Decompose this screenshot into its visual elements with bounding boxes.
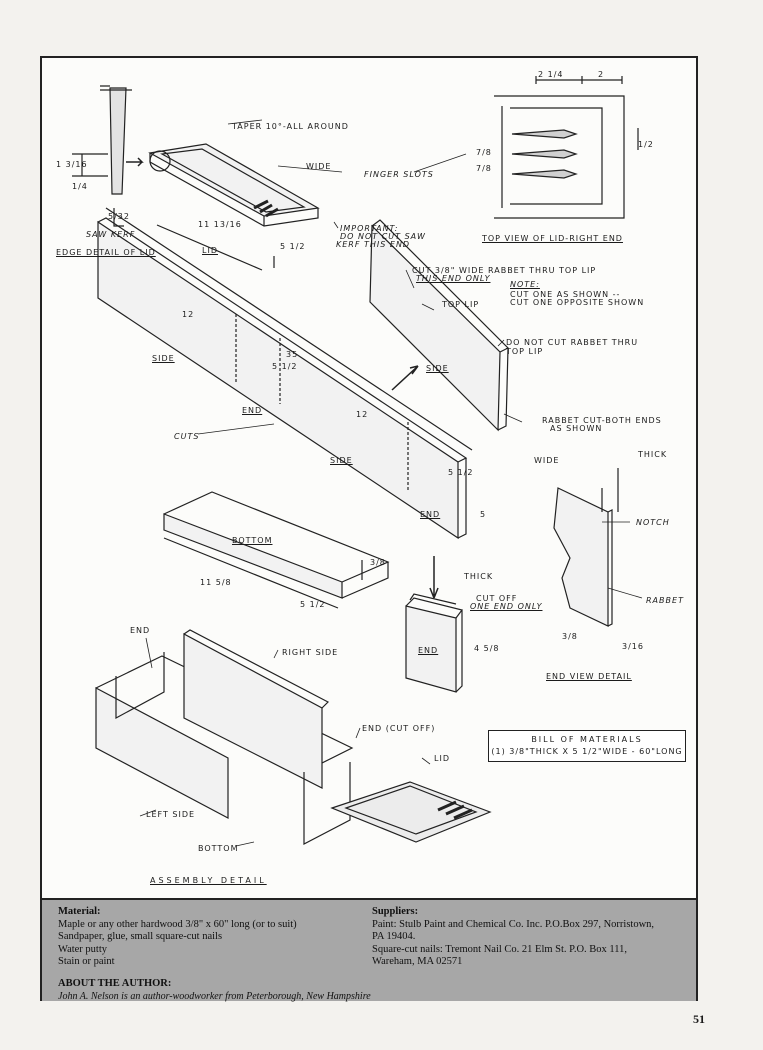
lid2-label: LID: [434, 754, 450, 763]
right-side-label: RIGHT SIDE: [282, 648, 339, 657]
bom-title: BILL OF MATERIALS: [531, 735, 643, 744]
dim-3-8b: 3/8: [562, 632, 578, 641]
end-view-drawing: [553, 468, 619, 627]
supplier-line: Paint: Stulb Paint and Chemical Co. Inc.…: [372, 918, 655, 930]
one-end-only-label: ONE END ONLY: [470, 602, 543, 611]
side-label-long2: SIDE: [330, 456, 353, 465]
material-line: Maple or any other hardwood 3/8" x 60" l…: [58, 918, 297, 930]
end-piece-drawing: [405, 556, 464, 693]
left-side-label: LEFT SIDE: [146, 810, 196, 819]
material-heading: Material:: [58, 906, 101, 917]
dim-5: 5: [480, 510, 487, 519]
dim-1-2: 1/2: [638, 140, 654, 149]
taper-label: TAPER 10°-ALL AROUND: [232, 122, 349, 131]
end-label-piece: END: [418, 646, 439, 655]
bottom-drawing: [163, 491, 390, 609]
bill-of-materials: BILL OF MATERIALS (1) 3/8"THICK X 5 1/2"…: [488, 730, 686, 762]
do-not-rabbet-label: DO NOT CUT RABBET THRU: [506, 338, 639, 347]
top-lip-label: TOP LIP: [442, 300, 480, 309]
dim-3-16: 1 3/16: [56, 160, 88, 169]
figure-frame: TAPER 10°-ALL AROUND WIDE FINGER SLOTS I…: [40, 56, 698, 1003]
material-line: Sandpaper, glue, small square-cut nails: [58, 931, 223, 942]
cuts-label: CUTS: [174, 432, 200, 441]
dim-12b: 12: [356, 410, 369, 419]
lid-drawing: [148, 143, 320, 271]
bottom2-label: BOTTOM: [198, 844, 239, 853]
wide2-label: WIDE: [534, 456, 560, 465]
saw-kerf-label: SAW KERF: [86, 230, 136, 239]
cut-rabbet-label: CUT 3/8" WIDE RABBET THRU TOP LIP: [412, 266, 597, 275]
material-column: Material: Maple or any other hardwood 3/…: [58, 906, 297, 969]
thick-label: THICK: [638, 450, 668, 459]
end-label-long2: END: [420, 510, 441, 519]
wide-label: WIDE: [306, 162, 332, 171]
top-view-drawing: [494, 76, 639, 219]
material-line: Stain or paint: [58, 956, 115, 967]
dim-11-13-16: 11 13/16: [198, 220, 242, 229]
do-not-cut-label: DO NOT CUT SAW: [340, 232, 426, 241]
kerf-end-label: KERF THIS END: [336, 240, 411, 249]
lid-caption: LID: [202, 246, 218, 255]
author-text: John A. Nelson is an author-woodworker f…: [58, 990, 371, 1002]
dim-12a: 12: [182, 310, 195, 319]
top-lip2-label: TOP LIP: [506, 347, 544, 356]
dim-3-16b: 3/16: [622, 642, 644, 651]
dim-5-1-2b: 5 1/2: [272, 362, 298, 371]
dim-35: 35: [286, 350, 299, 359]
dim-11-5-8: 11 5/8: [200, 578, 232, 587]
edge-detail-caption: EDGE DETAIL OF LID: [56, 248, 156, 257]
page-number: 51: [693, 1012, 705, 1026]
suppliers-column: Suppliers: Paint: Stulb Paint and Chemic…: [372, 906, 654, 969]
notch-label: NOTCH: [636, 518, 670, 527]
supplier-line: PA 19404.: [372, 931, 416, 942]
finger-slots-label: FINGER SLOTS: [364, 170, 434, 179]
end-top-label: END: [130, 626, 151, 635]
assembly-drawing: [95, 629, 492, 845]
cut-one-as-label: CUT ONE AS SHOWN --: [510, 290, 621, 299]
side-label-top: SIDE: [426, 364, 449, 373]
top-side-drawing: [369, 219, 510, 432]
important-label: IMPORTANT:: [340, 224, 399, 233]
footer-panel: Material: Maple or any other hardwood 3/…: [42, 898, 696, 1003]
dim-5-1-2d: 5 1/2: [300, 600, 326, 609]
dim-7-8b: 7/8: [476, 164, 492, 173]
this-end-only-label: THIS END ONLY: [416, 274, 491, 283]
dim-4-5-8: 4 5/8: [474, 644, 500, 653]
cut-one-opp-label: CUT ONE OPPOSITE SHOWN: [510, 298, 645, 307]
dim-1-4: 1/4: [72, 182, 88, 191]
dim-3-8: 3/8: [370, 558, 386, 567]
about-author: ABOUT THE AUTHOR: John A. Nelson is an a…: [58, 978, 371, 1003]
assembly-caption: ASSEMBLY DETAIL: [150, 876, 267, 885]
rabbet-both-label: RABBET CUT-BOTH ENDS: [542, 416, 662, 425]
bom-line: (1) 3/8"THICK X 5 1/2"WIDE - 60"LONG: [491, 747, 683, 756]
end-label-long: END: [242, 406, 263, 415]
thick2-label: THICK: [464, 572, 494, 581]
drawing-svg: [72, 76, 643, 847]
dim-5-1-2a: 5 1/2: [280, 242, 306, 251]
side-label-long: SIDE: [152, 354, 175, 363]
dim-5-1-2c: 5 1/2: [448, 468, 474, 477]
edge-detail-drawing: [72, 85, 144, 227]
long-side-drawing: [97, 207, 473, 540]
end-cut-off-label: END (CUT OFF): [362, 724, 436, 733]
dim-7-8a: 7/8: [476, 148, 492, 157]
end-view-caption: END VIEW DETAIL: [546, 672, 632, 681]
cut-off-label: CUT OFF: [476, 594, 518, 603]
dim-5-32: 5/32: [108, 212, 130, 221]
rabbet-label: RABBET: [646, 596, 684, 605]
suppliers-heading: Suppliers:: [372, 906, 419, 917]
material-line: Water putty: [58, 943, 108, 955]
author-heading: ABOUT THE AUTHOR:: [58, 978, 172, 989]
dim-2: 2: [598, 70, 605, 79]
top-view-caption: TOP VIEW OF LID-RIGHT END: [482, 234, 623, 243]
supplier-line: Square-cut nails: Tremont Nail Co. 21 El…: [372, 943, 628, 955]
as-shown-label: AS SHOWN: [550, 424, 603, 433]
bottom-label: BOTTOM: [232, 536, 273, 545]
dim-2-1-4: 2 1/4: [538, 70, 564, 79]
note-label: NOTE:: [510, 280, 540, 289]
supplier-line: Wareham, MA 02571: [372, 956, 463, 967]
